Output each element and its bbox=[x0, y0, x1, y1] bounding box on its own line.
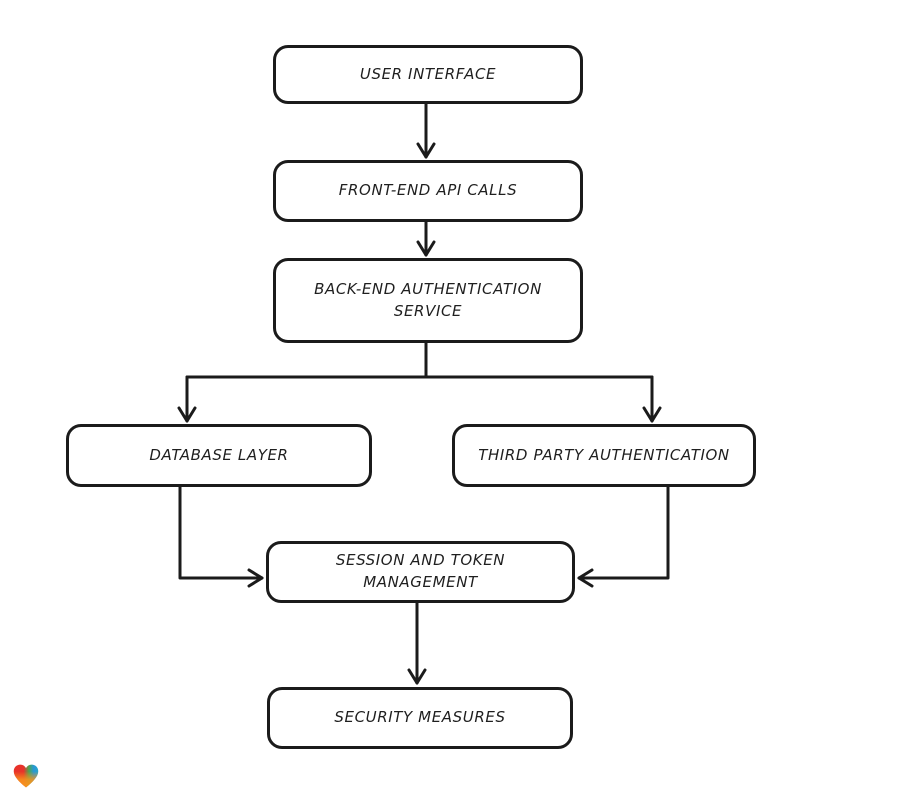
node-third-party-authentication-label: THIRD PARTY AUTHENTICATION bbox=[478, 445, 730, 464]
edge-database-to-session bbox=[178, 485, 264, 588]
node-user-interface-label: USER INTERFACE bbox=[359, 64, 497, 83]
node-back-end-authentication-service-label: BACK-END AUTHENTICATION SERVICE bbox=[314, 279, 542, 320]
node-security-measures-label: SECURITY MEASURES bbox=[334, 708, 506, 727]
node-third-party-authentication[interactable]: THIRD PARTY AUTHENTICATION bbox=[452, 424, 756, 487]
node-back-end-authentication-service[interactable]: BACK-END AUTHENTICATION SERVICE bbox=[273, 258, 583, 343]
node-security-measures[interactable]: SECURITY MEASURES bbox=[267, 687, 573, 749]
node-database-layer[interactable]: DATABASE LAYER bbox=[66, 424, 372, 487]
node-front-end-api-calls-label: FRONT-END API CALLS bbox=[338, 181, 518, 200]
heart-icon bbox=[13, 764, 39, 788]
node-session-and-token-management-label: SESSION AND TOKEN MANAGEMENT bbox=[335, 551, 506, 591]
node-user-interface[interactable]: USER INTERFACE bbox=[273, 45, 583, 104]
node-database-layer-label: DATABASE LAYER bbox=[149, 445, 289, 464]
node-front-end-api-calls[interactable]: FRONT-END API CALLS bbox=[273, 160, 583, 222]
edge-thirdparty-to-session bbox=[577, 485, 670, 588]
node-session-and-token-management[interactable]: SESSION AND TOKEN MANAGEMENT bbox=[266, 541, 575, 603]
